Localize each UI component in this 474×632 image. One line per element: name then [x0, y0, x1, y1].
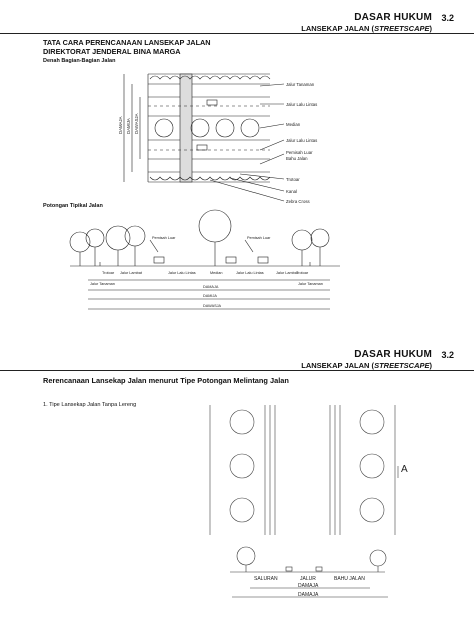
- header-rule: [0, 33, 474, 34]
- section-bottom-label: Median: [210, 271, 222, 275]
- dimension-label: DAWASJA: [203, 304, 222, 308]
- page-number: 3.2: [441, 350, 454, 360]
- document-page-2: DASAR HUKUM 3.2 LANSEKAP JALAN (STREETSC…: [0, 340, 474, 632]
- dimension-label: DAMAJA: [203, 285, 219, 289]
- list-item: 1. Tipe Lansekap Jalan Tanpa Lereng: [43, 402, 137, 408]
- plan-callout: Jalur Tanaman: [286, 82, 315, 87]
- plan-callout: Kanal: [286, 189, 297, 194]
- plan-callout: Pemisah Luar: [286, 150, 313, 155]
- section-marker: A: [401, 464, 408, 475]
- plan-label: Denah Bagian-Bagian Jalan: [43, 58, 116, 64]
- page-header-subtitle: LANSEKAP JALAN (STREETSCAPE): [301, 361, 432, 370]
- document-page-1: DASAR HUKUM 3.2 LANSEKAP JALAN (STREETSC…: [0, 12, 474, 310]
- section-bottom-label: Trotoar: [102, 271, 115, 275]
- section-label: BAHU JALAN: [334, 576, 365, 582]
- page-number: 3.2: [441, 13, 454, 23]
- road-plan-drawing: DAMAJA DAMIJA DAWASJA Jalur Tanaman Jalu…: [118, 73, 317, 204]
- page-header-title: DASAR HUKUM: [354, 12, 432, 23]
- plan-callout: Bahu Jalan: [286, 156, 308, 161]
- road-plan-drawing-2: A: [209, 405, 408, 535]
- section-bottom-label: Jalur Lalu Lintas: [168, 271, 196, 275]
- cross-section-drawing-2: SALURAN JALUR BAHU JALAN DAMAJA DAMAJA: [230, 546, 388, 598]
- header-rule: [0, 370, 474, 371]
- page-header-subtitle: LANSEKAP JALAN (STREETSCAPE): [301, 24, 432, 33]
- section-label: JALUR: [300, 576, 316, 582]
- section-callout: Pemisah Luar: [247, 236, 271, 240]
- dimension-label: DAMAJA: [298, 583, 319, 589]
- section-bottom-label: Trotoar: [296, 271, 309, 275]
- plan-vertical-label-2: DAMIJA: [126, 118, 131, 134]
- plan-callout: Median: [286, 122, 301, 127]
- plan-vertical-label-1: DAMAJA: [118, 116, 123, 134]
- section-small-label: Jalur Tanaman: [90, 282, 115, 286]
- dimension-label: DAMIJA: [203, 294, 217, 298]
- plan-callout: Jalur Lalu Lintas: [286, 102, 317, 107]
- section-bottom-label: Jalur Lalu Lintas: [236, 271, 264, 275]
- section-label: Potongan Tipikal Jalan: [43, 203, 103, 209]
- typical-cross-section-drawing: Pemisah Luar Pemisah Luar Trotoar Jalur …: [69, 209, 340, 310]
- section-callout: Pemisah Luar: [152, 236, 176, 240]
- plan-callout: Zebra Cross: [286, 199, 310, 204]
- plan-callout: Jalur Lalu Lintas: [286, 138, 317, 143]
- plan-vertical-label-3: DAWASJA: [134, 113, 139, 134]
- section-heading: Rerencanaan Lansekap Jalan menurut Tipe …: [43, 376, 289, 385]
- dimension-label: DAMAJA: [298, 592, 319, 598]
- plan-callout: Trotoar: [286, 177, 300, 182]
- section-bottom-label: Jalur Lambat: [276, 271, 299, 275]
- section-bottom-label: Jalur Lambat: [120, 271, 143, 275]
- section-label: SALURAN: [254, 576, 278, 582]
- document-title: TATA CARA PERENCANAAN LANSEKAP JALAN DIR…: [43, 38, 211, 56]
- section-small-label: Jalur Tanaman: [298, 282, 323, 286]
- page-header-title: DASAR HUKUM: [354, 349, 432, 360]
